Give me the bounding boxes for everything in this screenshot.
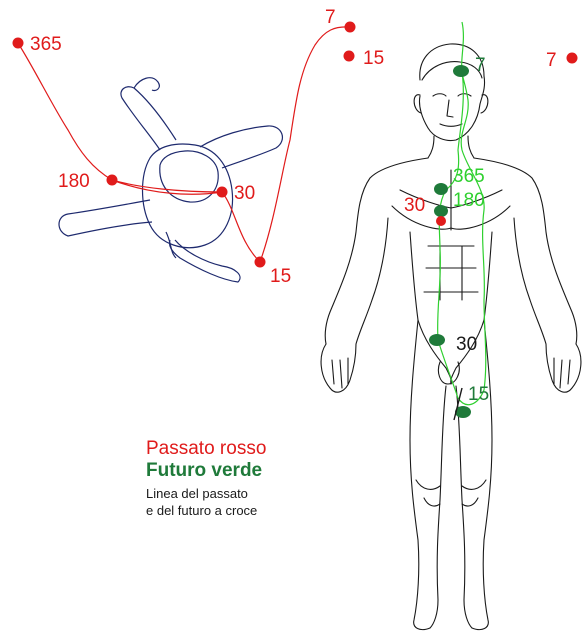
point-chest-180	[434, 205, 448, 217]
point-15-top	[344, 51, 355, 62]
point-30	[217, 187, 228, 198]
legend-note: Linea del passato e del futuro a croce	[146, 486, 266, 520]
point-15-low	[255, 257, 266, 268]
point-7	[345, 22, 356, 33]
point-head-7	[453, 65, 469, 77]
label-thigh-15: 15	[468, 384, 489, 405]
legend-past: Passato rosso	[146, 438, 266, 460]
label-chest-30: 30	[404, 195, 425, 216]
label-7-right: 7	[546, 50, 557, 71]
label-chest-365: 365	[453, 166, 485, 187]
label-pelvis-30: 30	[456, 334, 477, 355]
label-15-low: 15	[270, 266, 291, 287]
label-365: 365	[30, 34, 62, 55]
point-chest-365	[434, 183, 448, 195]
legend: Passato rosso Futuro verde Linea del pas…	[146, 438, 266, 519]
front-points	[429, 65, 471, 418]
legend-future: Futuro verde	[146, 460, 266, 482]
label-7-top: 7	[325, 7, 336, 28]
legend-note-line2: e del futuro a croce	[146, 503, 266, 520]
legend-note-line1: Linea del passato	[146, 486, 266, 503]
topview-points	[13, 22, 578, 268]
topview-figure	[59, 78, 282, 282]
label-chest-180: 180	[453, 190, 485, 211]
label-head-7: 7	[475, 55, 486, 76]
label-30: 30	[234, 183, 255, 204]
label-180: 180	[58, 171, 90, 192]
point-180	[107, 175, 118, 186]
front-figure	[321, 44, 581, 630]
point-7-right	[567, 53, 578, 64]
point-chest-30	[436, 216, 446, 226]
point-365	[13, 38, 24, 49]
point-pelvis-30	[429, 334, 445, 346]
label-15-top: 15	[363, 48, 384, 69]
